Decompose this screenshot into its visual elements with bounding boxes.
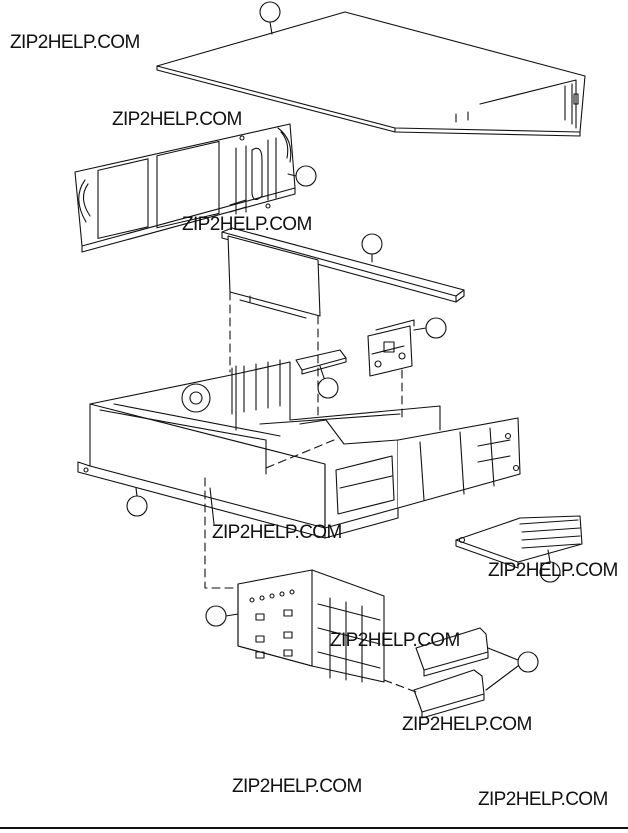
- assembly-guides: [204, 291, 417, 693]
- watermark: ZIP2HELP.COM: [232, 776, 362, 797]
- watermark: ZIP2HELP.COM: [10, 32, 140, 53]
- riser-card: [227, 235, 321, 319]
- fan-duct-bracket: [295, 349, 347, 375]
- drive-tray-lower: [413, 669, 485, 719]
- watermark: ZIP2HELP.COM: [212, 522, 342, 543]
- watermark: ZIP2HELP.COM: [330, 630, 460, 651]
- side-bracket: [455, 515, 583, 569]
- top-cover: [156, 11, 586, 137]
- cross-brace-bracket: [221, 227, 465, 303]
- watermark: ZIP2HELP.COM: [112, 109, 242, 130]
- watermark: ZIP2HELP.COM: [402, 714, 532, 735]
- rear-panel: [74, 123, 296, 253]
- drive-tray-upper: [415, 627, 489, 677]
- control-board: [367, 319, 415, 377]
- watermark: ZIP2HELP.COM: [478, 789, 608, 810]
- drive-cage: [237, 569, 385, 683]
- callouts: [126, 1, 561, 691]
- page-bottom-rule: [0, 827, 628, 829]
- watermark: ZIP2HELP.COM: [182, 214, 312, 235]
- main-chassis: [77, 359, 521, 539]
- watermark: ZIP2HELP.COM: [488, 560, 618, 581]
